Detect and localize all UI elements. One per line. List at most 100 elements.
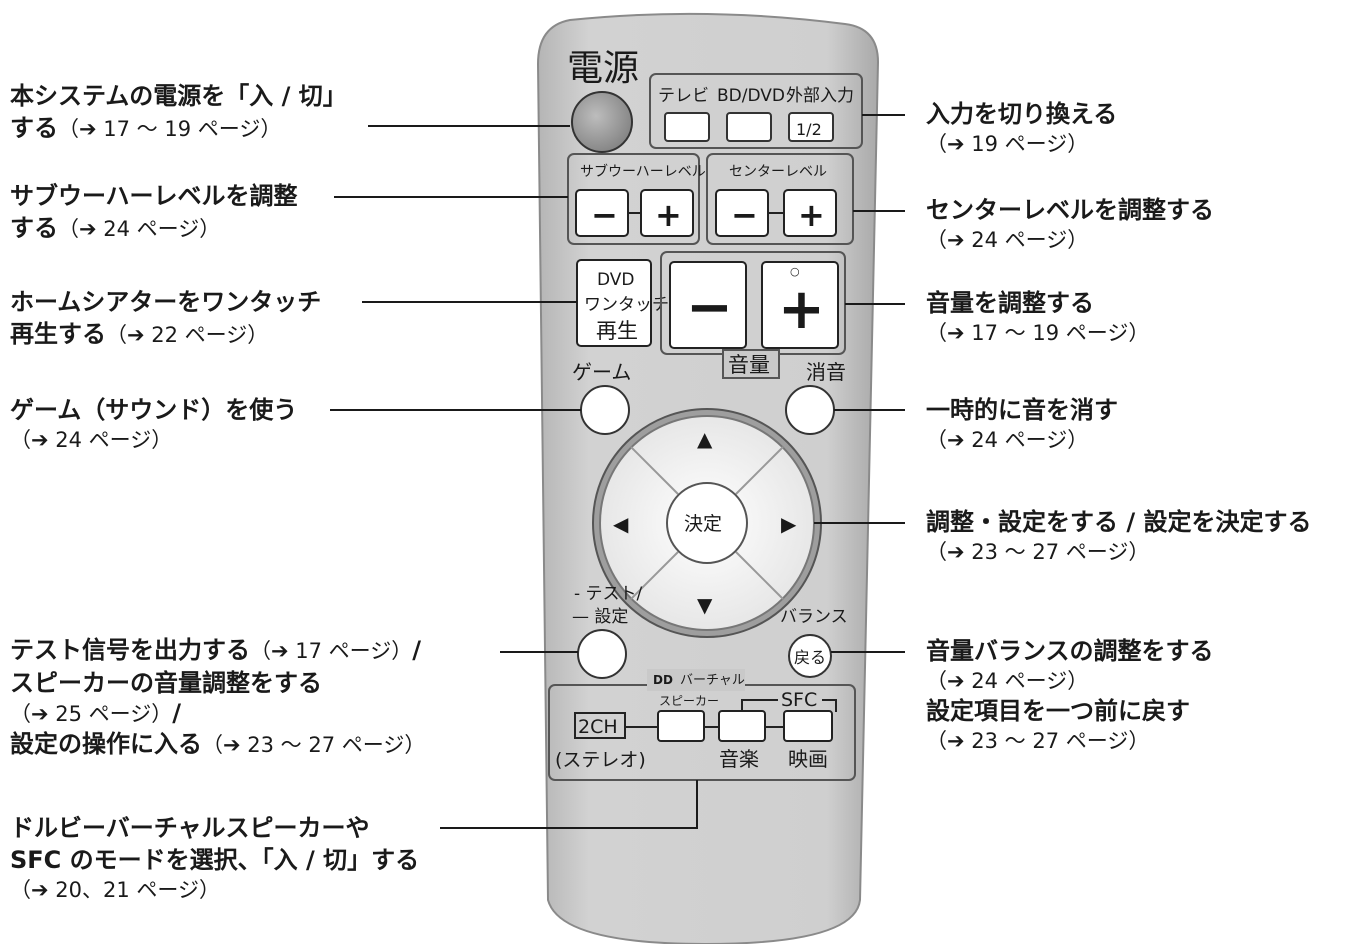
external-input-button[interactable] <box>788 112 834 142</box>
callout-onetouch-line1: ホームシアターをワンタッチ <box>10 288 322 316</box>
volume-down-button[interactable] <box>669 261 747 349</box>
callout-subwoofer: サブウーハーレベルを調整 する（➔ 24 ページ） <box>10 180 298 245</box>
test-label-1: - テスト/ <box>574 584 643 604</box>
virtual-label-box <box>647 669 745 691</box>
center-group-frame <box>706 153 854 245</box>
callout-dolby-line2: SFC のモードを選択、「入 / 切」する <box>10 846 420 874</box>
balance-label: バランス <box>780 607 848 627</box>
subwoofer-group-frame <box>567 153 700 245</box>
return-label: 戻る <box>794 648 826 667</box>
callout-game-line1: ゲーム（サウンド）を使う <box>10 396 298 424</box>
callout-test-line3: 設定の操作に入る <box>10 730 202 758</box>
callout-test-slash: / <box>412 636 422 664</box>
subwoofer-label: サブウーハーレベル <box>580 163 706 180</box>
callout-subwoofer-ref: （➔ 24 ページ） <box>58 217 221 241</box>
callout-test: テスト信号を出力する（➔ 17 ページ）/ スピーカーの音量調整をする （➔ 2… <box>10 634 425 761</box>
input-group-frame <box>649 73 863 149</box>
callout-test-ref1: （➔ 17 ページ） <box>250 639 413 663</box>
callout-test-ref3: （➔ 23 〜 27 ページ） <box>202 733 426 757</box>
tv-label: テレビ <box>658 86 709 106</box>
callout-test-slash2: / <box>172 699 182 727</box>
enter-button[interactable] <box>666 482 748 564</box>
callout-balance-ref2: （➔ 23 〜 27 ページ） <box>926 729 1150 753</box>
dvd-onetouch-label-3: 再生 <box>596 319 638 343</box>
callout-onetouch-line2: 再生する <box>10 320 106 348</box>
callout-volume: 音量を調整する （➔ 17 〜 19 ページ） <box>926 287 1149 347</box>
callout-mute: 一時的に音を消す （➔ 24 ページ） <box>926 394 1118 454</box>
mute-button[interactable] <box>785 385 835 435</box>
power-label: 電源 <box>567 48 639 89</box>
sfc-music-button[interactable] <box>718 710 766 742</box>
callout-adjust-ref: （➔ 23 〜 27 ページ） <box>926 540 1150 564</box>
callout-dolby: ドルビーバーチャルスピーカーや SFC のモードを選択、「入 / 切」する （➔… <box>10 812 419 904</box>
tv-button[interactable] <box>664 112 710 142</box>
power-button[interactable] <box>571 91 633 153</box>
test-button[interactable] <box>577 629 627 679</box>
game-button[interactable] <box>580 385 630 435</box>
callout-onetouch-ref: （➔ 22 ページ） <box>106 323 269 347</box>
callout-onetouch: ホームシアターをワンタッチ 再生する（➔ 22 ページ） <box>10 286 321 351</box>
right-arrow-icon: ▶ <box>781 512 797 536</box>
dvd-onetouch-label-2: ワンタッチ <box>584 295 669 315</box>
down-arrow-icon: ▼ <box>697 593 713 617</box>
callout-input-ref: （➔ 19 ページ） <box>926 132 1089 156</box>
callout-center: センターレベルを調整する （➔ 24 ページ） <box>926 194 1214 254</box>
callout-balance-line2: 設定項目を一つ前に戻す <box>926 697 1190 725</box>
subwoofer-plus-label: + <box>655 196 682 234</box>
callout-power-ref: （➔ 17 〜 19 ページ） <box>58 117 282 141</box>
volume-down-label: − <box>686 275 733 340</box>
callout-center-line1: センターレベルを調整する <box>926 196 1214 224</box>
music-label: 音楽 <box>719 747 759 771</box>
speaker-label: スピーカー <box>659 694 719 708</box>
callout-adjust: 調整・設定をする / 設定を決定する （➔ 23 〜 27 ページ） <box>926 506 1311 566</box>
2ch-label: 2CH <box>578 716 618 738</box>
callout-volume-line1: 音量を調整する <box>926 289 1094 317</box>
left-arrow-icon: ◀ <box>613 512 629 536</box>
movie-label: 映画 <box>788 747 828 771</box>
bddvd-button[interactable] <box>726 112 772 142</box>
callout-balance-ref: （➔ 24 ページ） <box>926 669 1089 693</box>
callout-dolby-ref: （➔ 20、21 ページ） <box>10 878 220 902</box>
callout-input-line1: 入力を切り換える <box>926 100 1118 128</box>
volume-label: 音量 <box>728 353 770 377</box>
volume-up-button[interactable] <box>761 261 839 349</box>
callout-adjust-line1: 調整・設定をする / 設定を決定する <box>926 508 1312 536</box>
callout-dolby-line1: ドルビーバーチャルスピーカーや <box>10 814 370 842</box>
sfc-movie-button[interactable] <box>783 710 833 742</box>
center-plus-label: + <box>798 196 825 234</box>
volume-up-label: + <box>778 277 825 342</box>
up-arrow-icon: ▲ <box>697 427 713 451</box>
callout-center-ref: （➔ 24 ページ） <box>926 228 1089 252</box>
sfc-label: SFC <box>781 689 817 711</box>
test-label-2: — 設定 <box>572 607 628 627</box>
enter-label: 決定 <box>684 513 722 535</box>
callout-power-line2: する <box>10 114 58 142</box>
callout-game-ref: （➔ 24 ページ） <box>10 428 173 452</box>
virtual-speaker-button[interactable] <box>657 710 705 742</box>
game-label: ゲーム <box>572 360 631 384</box>
2ch-label-box <box>574 712 626 739</box>
callout-power: 本システムの電源を「入 / 切」 する（➔ 17 〜 19 ページ） <box>10 80 347 145</box>
volume-label-box <box>722 349 780 379</box>
callout-balance-line1: 音量バランスの調整をする <box>926 637 1214 665</box>
stereo-label: (ステレオ) <box>555 749 646 771</box>
virtual-label: バーチャル <box>680 673 745 688</box>
callout-test-ref2: （➔ 25 ページ） <box>10 702 173 726</box>
dolby-mark-icon: DD <box>653 673 673 687</box>
callout-mute-ref: （➔ 24 ページ） <box>926 428 1089 452</box>
center-label: センターレベル <box>729 164 827 180</box>
callout-power-line1: 本システムの電源を「入 / 切」 <box>10 82 347 110</box>
callout-input: 入力を切り換える （➔ 19 ページ） <box>926 98 1117 158</box>
mute-label: 消音 <box>806 360 846 384</box>
callout-test-line1: テスト信号を出力する <box>10 636 250 664</box>
bddvd-label: BD/DVD <box>717 86 785 106</box>
callout-balance: 音量バランスの調整をする （➔ 24 ページ） 設定項目を一つ前に戻す （➔ 2… <box>926 635 1214 755</box>
callout-mute-line1: 一時的に音を消す <box>926 396 1118 424</box>
subwoofer-minus-label: − <box>591 196 618 234</box>
callout-subwoofer-line2: する <box>10 214 58 242</box>
volume-dot: ○ <box>790 265 800 278</box>
callout-test-line2: スピーカーの音量調整をする <box>10 669 322 697</box>
return-button[interactable] <box>788 634 832 678</box>
callout-game: ゲーム（サウンド）を使う （➔ 24 ページ） <box>10 394 297 454</box>
